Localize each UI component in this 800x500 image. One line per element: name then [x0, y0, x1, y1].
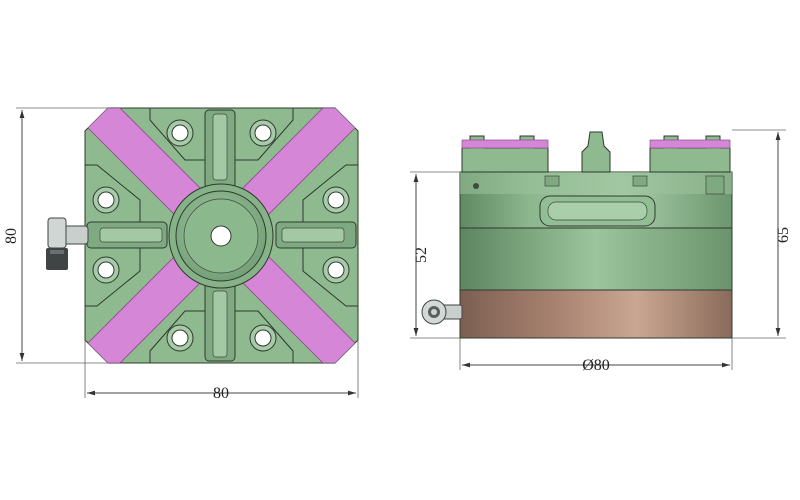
dim-side-right: 65 — [732, 129, 792, 339]
dim-side-diameter: Ø80 — [459, 338, 733, 374]
side-base — [459, 289, 733, 339]
dim-top-height: 80 — [3, 107, 108, 364]
side-band — [459, 227, 733, 291]
side-center-post — [581, 131, 611, 173]
dim-top-height-label: 80 — [3, 228, 20, 244]
center-bore — [210, 225, 232, 247]
side-view: 52 65 Ø80 — [410, 129, 792, 374]
dim-side-diameter-label: Ø80 — [582, 357, 610, 374]
dim-side-left-label: 52 — [413, 247, 430, 263]
top-view: 80 80 — [3, 107, 359, 402]
dim-side-left: 52 — [410, 171, 460, 339]
dim-side-right-label: 65 — [775, 227, 792, 243]
air-fitting-left — [46, 217, 89, 270]
mounting-holes — [92, 119, 350, 352]
dim-top-width-label: 80 — [213, 385, 229, 402]
air-fitting-side — [421, 299, 463, 325]
side-jaw-right — [649, 135, 731, 173]
dim-top-width: 80 — [84, 340, 359, 402]
side-jaw-left — [461, 135, 549, 173]
